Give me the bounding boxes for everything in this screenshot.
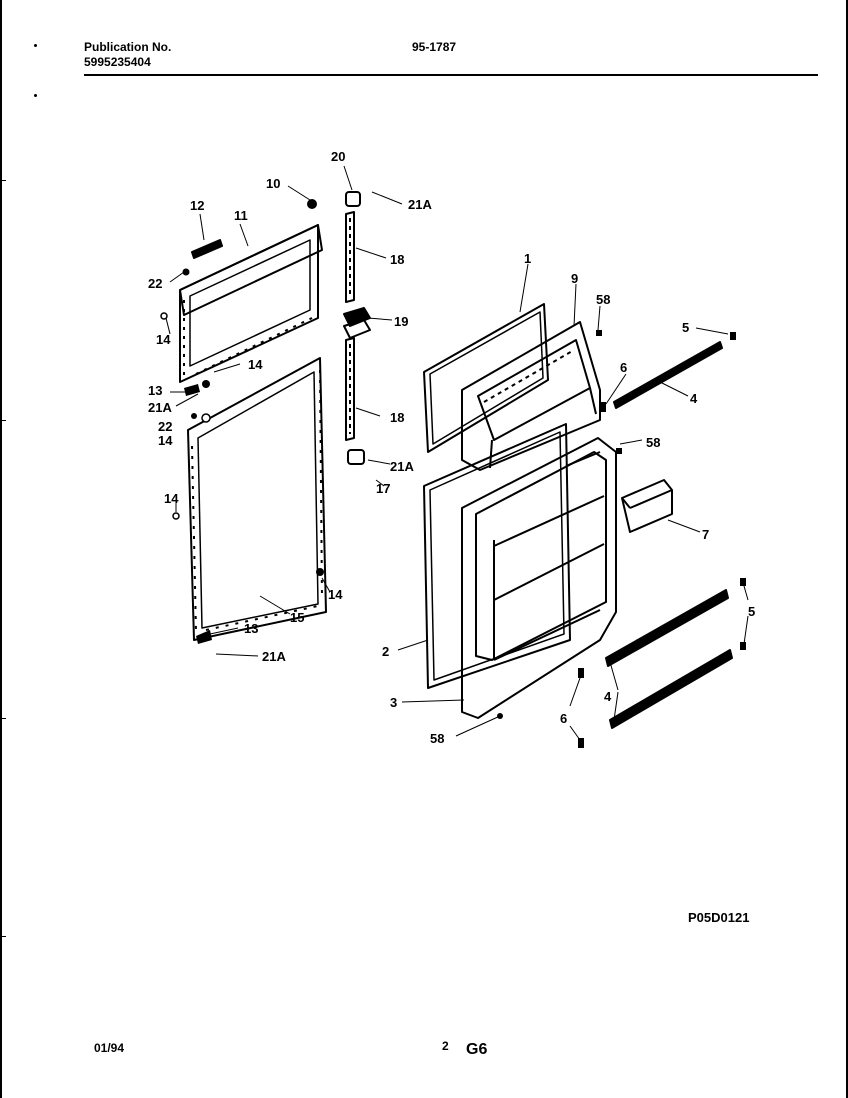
publication-number: 5995235404 (84, 55, 151, 69)
callout-13: 13 (244, 621, 259, 636)
callout-4: 4 (690, 391, 698, 406)
callout-4: 4 (604, 689, 612, 704)
callout-18: 18 (390, 252, 405, 267)
callout-6: 6 (560, 711, 568, 726)
footer-section: G6 (466, 1041, 488, 1058)
callout-11: 11 (234, 208, 248, 223)
trim-strip-lower (609, 649, 733, 729)
callout-10: 10 (266, 176, 281, 191)
callout-7: 7 (702, 527, 710, 542)
callout-12: 12 (190, 198, 205, 213)
callout-22: 22 (148, 276, 163, 291)
strip-part (191, 239, 223, 259)
hardware-parts (160, 199, 746, 748)
callout-14: 14 (158, 433, 173, 448)
callout-17: 17 (376, 481, 391, 496)
callout-15: 15 (290, 610, 305, 625)
callout-21a: 21A (148, 400, 172, 415)
callout-5: 5 (748, 604, 756, 619)
handle-cap-bottom (347, 449, 365, 465)
callout-58: 58 (646, 435, 661, 450)
door-handle-upper (345, 211, 355, 303)
callout-14: 14 (248, 357, 263, 372)
callout-21a: 21A (390, 459, 414, 474)
binding-tick (0, 420, 6, 421)
callout-1: 1 (524, 251, 532, 266)
callout-3: 3 (390, 695, 398, 710)
callout-22: 22 (158, 419, 173, 434)
registration-mark (34, 94, 37, 97)
header-rule (84, 74, 818, 76)
callout-9: 9 (571, 271, 579, 286)
handle-cap-top (345, 191, 361, 207)
leader-lines (165, 165, 749, 741)
callout-19: 19 (394, 314, 409, 329)
callout-58: 58 (596, 292, 611, 307)
binding-tick (0, 936, 6, 937)
callout-21a: 21A (262, 649, 286, 664)
callout-2: 2 (382, 644, 390, 659)
registration-mark (34, 44, 37, 47)
fresh-food-door-panel (423, 423, 571, 689)
footer-date: 01/94 (94, 1041, 125, 1055)
binding-tick (0, 718, 6, 719)
callout-14: 14 (156, 332, 171, 347)
handle-cap-middle (343, 307, 371, 339)
callout-6: 6 (620, 360, 628, 375)
callout-58: 58 (430, 731, 445, 746)
callout-14: 14 (328, 587, 343, 602)
footer-page-number: 2 (442, 1039, 449, 1053)
callout-5: 5 (682, 320, 690, 335)
drawing-code: P05D0121 (688, 910, 750, 925)
publication-label: Publication No. (84, 40, 172, 54)
binding-tick (0, 180, 6, 181)
callout-21a: 21A (408, 197, 432, 212)
trim-strip-middle (605, 589, 729, 667)
model-number: 95-1787 (412, 40, 457, 54)
callout-13: 13 (148, 383, 163, 398)
callout-14: 14 (164, 491, 179, 506)
callout-18: 18 (390, 410, 405, 425)
callout-20: 20 (331, 149, 346, 164)
freezer-door-panel (423, 303, 549, 453)
fresh-food-door-gasket-frame (187, 357, 327, 641)
freezer-door-gasket-frame (179, 224, 323, 383)
trim-strip-upper (613, 341, 723, 409)
fresh-food-door-liner (461, 437, 617, 719)
door-handle-lower (345, 337, 355, 441)
dairy-door (621, 479, 673, 533)
